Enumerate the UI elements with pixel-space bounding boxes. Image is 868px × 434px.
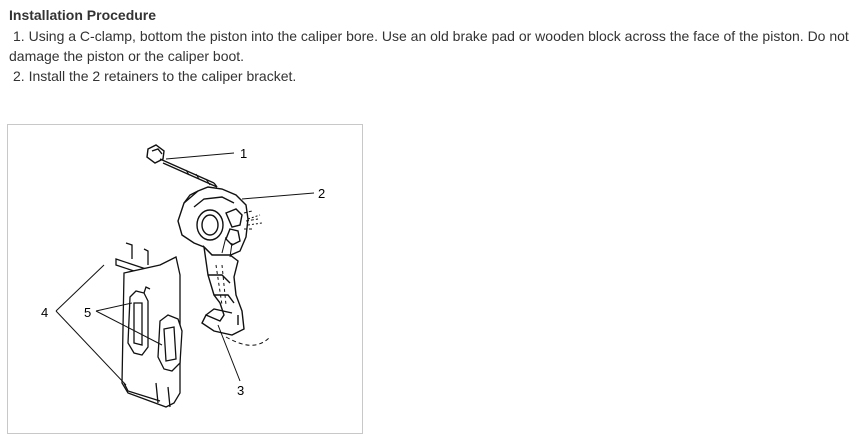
leader-lines	[55, 152, 315, 386]
caliper-drawing: 1 2 3 4 5	[41, 144, 325, 408]
callout-2: 2	[318, 186, 325, 201]
step-2-text: Install the 2 retainers to the caliper b…	[28, 68, 297, 84]
caliper-illustration: 1 2 3 4 5	[7, 124, 363, 434]
brake-pad-inner	[157, 314, 183, 372]
step-list: 1. Using a C-clamp, bottom the piston in…	[9, 26, 865, 86]
callout-4: 4	[41, 305, 48, 320]
caliper-bolt	[146, 144, 218, 188]
callout-3: 3	[237, 383, 244, 398]
step-1: 1. Using a C-clamp, bottom the piston in…	[9, 26, 865, 66]
caliper-bracket	[201, 236, 245, 336]
step-2: 2. Install the 2 retainers to the calipe…	[9, 66, 865, 86]
section-title: Installation Procedure	[9, 7, 157, 23]
brake-pad-outer	[127, 286, 151, 356]
callout-1: 1	[240, 146, 247, 161]
rotor-hint	[225, 336, 271, 346]
step-2-number: 2.	[13, 68, 25, 84]
caliper-body	[177, 186, 263, 258]
step-1-number: 1.	[13, 28, 25, 44]
step-1-text: Using a C-clamp, bottom the piston into …	[9, 28, 849, 64]
callout-5: 5	[84, 305, 91, 320]
